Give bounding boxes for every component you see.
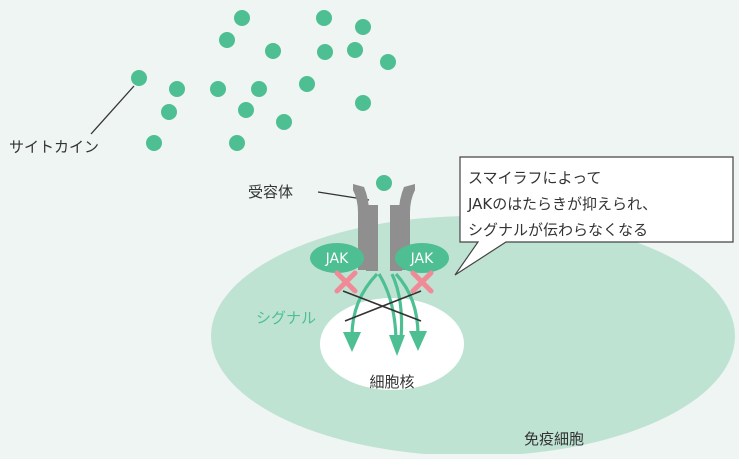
cytokine	[316, 10, 332, 26]
nucleus	[320, 298, 464, 390]
signal-arrow	[350, 272, 379, 337]
block-mark-right	[410, 270, 434, 294]
jak-right	[395, 243, 449, 273]
bound-cytokine	[376, 175, 392, 191]
signal-arrow	[390, 273, 404, 340]
signal-arrowhead	[343, 332, 361, 352]
nucleus-label: 細胞核	[369, 373, 414, 391]
signal-label: シグナル	[256, 309, 316, 327]
callout-bubble	[454, 156, 734, 276]
cytokine	[355, 95, 371, 111]
callout-line-2: JAKのはたらきが抑えられ、	[467, 195, 657, 213]
cytokine-group	[131, 10, 396, 191]
cytokine	[161, 104, 177, 120]
cytokine	[317, 44, 333, 60]
cytokine	[347, 42, 363, 58]
jak-right-label: JAK	[410, 251, 434, 267]
cytokine	[299, 76, 315, 92]
cytokine	[234, 10, 250, 26]
cytokine	[355, 19, 371, 35]
cytokine	[265, 43, 281, 59]
signal-arrowheads	[343, 331, 427, 356]
jak-left-label: JAK	[325, 251, 349, 267]
signal-arrowhead	[389, 335, 405, 356]
signal-arrowhead	[409, 331, 427, 351]
cytokine	[380, 54, 396, 70]
cytokine	[169, 81, 185, 97]
receptor-label: 受容体	[248, 183, 293, 201]
jak-left	[310, 243, 364, 273]
cytokine-pointer-line	[90, 85, 135, 135]
receptor-stem-left	[366, 205, 378, 271]
cytokine-label: サイトカイン	[9, 138, 99, 156]
cytokine	[229, 135, 245, 151]
cytokine	[251, 81, 267, 97]
immune-cell-label: 免疫細胞	[524, 430, 584, 448]
block-mark-left	[334, 270, 358, 294]
receptor-left-arm	[353, 184, 369, 270]
cytokine	[131, 70, 147, 86]
callout-line-1: スマイラフによって	[468, 169, 601, 187]
cytokine	[219, 32, 235, 48]
block-line	[344, 290, 422, 322]
cytokine	[238, 102, 254, 118]
cytokine	[276, 114, 292, 130]
cytokine	[146, 135, 162, 151]
cytokine	[210, 81, 226, 97]
callout-line-3: シグナルが伝わらなくなる	[468, 221, 648, 239]
signal-arrow	[394, 272, 420, 336]
